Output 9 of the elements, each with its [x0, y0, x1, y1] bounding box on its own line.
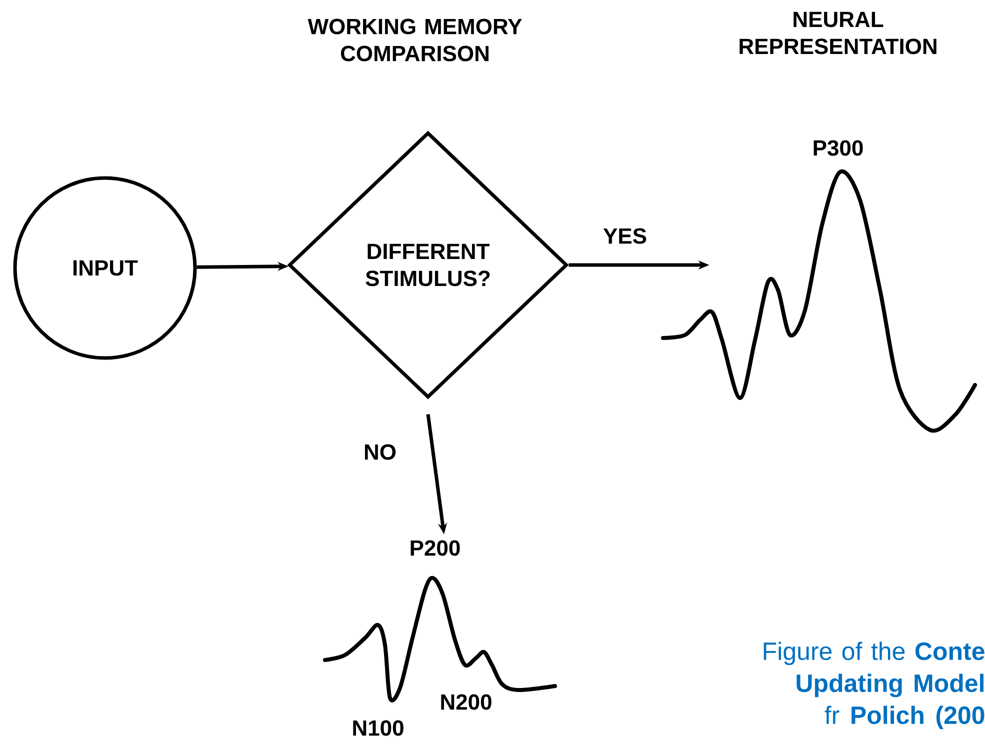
- caption: Figure of the Conte Updating Model fr Polich (200: [764, 642, 984, 730]
- edge-label: YES: [602, 227, 648, 245]
- peak-label: P300: [814, 140, 863, 156]
- peak-label: N100: [353, 720, 404, 736]
- column-heading: NEURAL REPRESENTATION: [740, 12, 936, 54]
- edge-label: NO: [362, 443, 398, 461]
- column-heading: WORKING MEMORY COMPARISON: [308, 18, 522, 62]
- peak-label: P200: [410, 540, 460, 556]
- peak-label: N200: [441, 694, 492, 710]
